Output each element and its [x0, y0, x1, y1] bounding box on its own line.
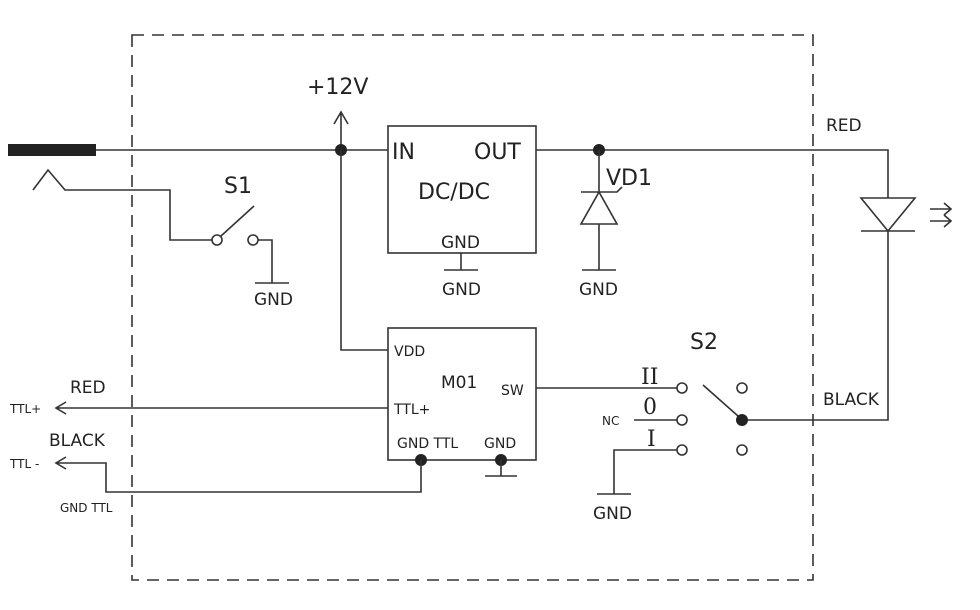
- s2-common-dot: [736, 414, 748, 426]
- s1-contact-right: [247, 234, 259, 246]
- dcdc-ground-wire: [444, 253, 478, 271]
- output-rail-wire: [536, 149, 889, 198]
- s2-contact-ii: [676, 382, 688, 394]
- ext-ttl-minus-label: TTL -: [9, 457, 39, 471]
- s2-lever: [702, 384, 739, 417]
- s2-position-ii: II: [641, 365, 658, 390]
- led-body: [859, 197, 917, 233]
- dcdc-gnd-pin: GND: [441, 233, 480, 253]
- m01-ttl-plus-pin: TTL+: [393, 402, 430, 418]
- ext-gnd-ttl-label: GND TTL: [60, 501, 113, 515]
- s2-contact-0: [676, 414, 688, 426]
- m01-module: [387, 327, 537, 461]
- ttl-minus-wire: [54, 456, 422, 493]
- ttl-plus-wire: [54, 401, 388, 415]
- supply-voltage-label: +12V: [307, 75, 368, 100]
- m01-title: M01: [441, 373, 477, 393]
- dcdc-gnd-label: GND: [442, 280, 481, 300]
- s1-contact-left: [211, 234, 223, 246]
- dc-input-jack: [8, 144, 96, 156]
- enclosure-boundary: [131, 34, 814, 581]
- s2-ground-wire: [597, 449, 677, 495]
- led-cathode-wire: [742, 231, 889, 421]
- jack-contact-wire: [32, 168, 212, 241]
- s2-label: S2: [690, 330, 718, 355]
- s1-ground-wire: [255, 239, 289, 284]
- dcdc-in-pin: IN: [392, 140, 415, 165]
- s2-position-i: I: [647, 427, 656, 452]
- ext-ttl-plus-label: TTL+: [9, 402, 41, 416]
- led-light-arrows: [930, 202, 953, 228]
- s1-label: S1: [224, 174, 252, 199]
- m01-ground-wire: [485, 460, 517, 477]
- s2-gnd-label: GND: [593, 504, 632, 524]
- s2-contact-i: [676, 444, 688, 456]
- s2-contact-upper: [736, 382, 748, 394]
- m01-gnd-pin: GND: [484, 436, 516, 452]
- vd1-label: VD1: [606, 166, 652, 191]
- led-black-label: BLACK: [823, 390, 880, 410]
- m01-sw-pin: SW: [501, 383, 524, 399]
- s2-nc-label: NC: [602, 414, 619, 428]
- dcdc-out-pin: OUT: [474, 140, 521, 165]
- s2-position-0: 0: [643, 395, 657, 420]
- ext-black-label: BLACK: [49, 431, 106, 451]
- s1-lever: [220, 205, 255, 237]
- vdd-wire: [340, 150, 388, 351]
- dcdc-converter: [387, 125, 537, 254]
- m01-vdd-pin: VDD: [394, 344, 425, 360]
- led-red-label: RED: [826, 116, 862, 136]
- vd1-wire: [582, 150, 616, 271]
- s2-contact-lower: [736, 444, 748, 456]
- ext-red-label: RED: [70, 378, 106, 398]
- m01-gnd-ttl-pin: GND TTL: [397, 436, 458, 452]
- dcdc-title: DC/DC: [418, 180, 490, 205]
- vd1-gnd-label: GND: [579, 280, 618, 300]
- s1-gnd-label: GND: [254, 290, 293, 310]
- vd1-diode: [579, 186, 623, 225]
